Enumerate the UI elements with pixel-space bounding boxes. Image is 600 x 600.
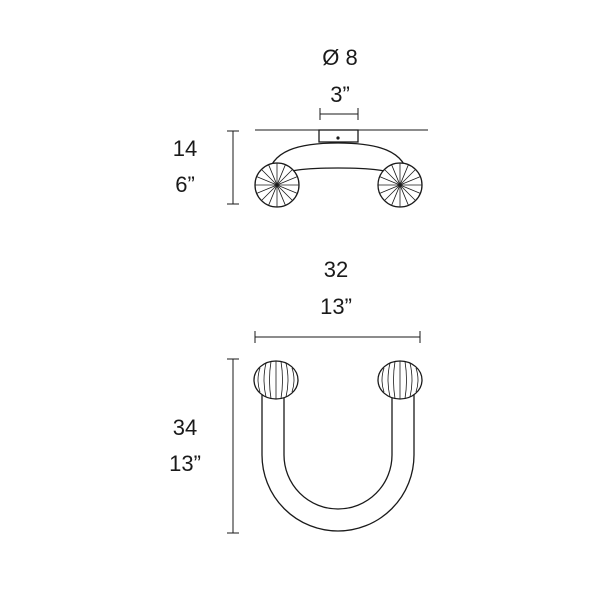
top-height-cm-label: 34: [172, 415, 198, 440]
left-globe: [254, 162, 300, 208]
right-globe: [377, 162, 423, 208]
canopy: [318, 129, 359, 143]
right-globe-top: [377, 360, 423, 400]
top-height-in-label: 13”: [169, 451, 201, 476]
side-height-in-label: 6”: [175, 172, 195, 197]
u-tube: [261, 389, 415, 532]
canopy-diameter-in-label: 3”: [330, 82, 350, 107]
top-view: [227, 331, 423, 534]
top-width-cm-label: 32: [323, 257, 349, 282]
side-view: [227, 108, 428, 208]
canopy-diameter-cm-label: Ø 8: [322, 45, 358, 70]
left-globe-top: [253, 360, 299, 400]
top-width-in-label: 13”: [320, 294, 352, 319]
side-height-cm-label: 14: [172, 136, 198, 161]
